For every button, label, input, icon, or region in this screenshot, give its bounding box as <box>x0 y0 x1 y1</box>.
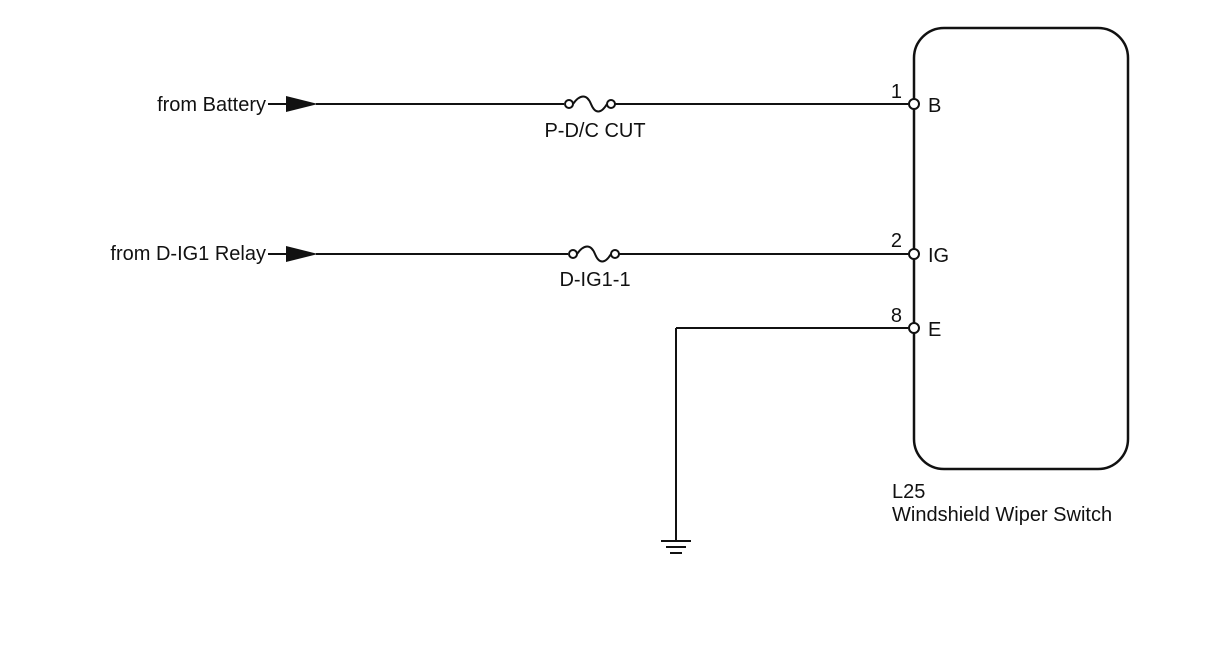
dig1-wire <box>268 245 920 263</box>
pin-2-name: IG <box>928 245 950 267</box>
fuse-pdc-cut-label: P-D/C CUT <box>544 120 646 142</box>
pin-2-terminal <box>908 248 920 260</box>
pin-1-name: B <box>928 95 942 117</box>
pin-1-terminal <box>908 98 920 110</box>
pin-8-name: E <box>928 319 942 341</box>
ground-icon <box>661 540 691 554</box>
battery-arrow-icon <box>286 96 318 112</box>
source-dig1-relay-label: from D-IG1 Relay <box>110 243 266 265</box>
fuse-pdc-cut-icon <box>564 95 616 113</box>
source-battery-label: from Battery <box>157 94 266 116</box>
fuse-dig1-1-icon <box>568 245 620 263</box>
dig1-arrow-icon <box>286 246 318 262</box>
fuse-dig1-1-label: D-IG1-1 <box>559 269 631 291</box>
component-name: Windshield Wiper Switch <box>892 504 1113 526</box>
pin-1-number: 1 <box>890 81 902 103</box>
pin-2-number: 2 <box>890 230 902 252</box>
battery-wire <box>268 95 920 113</box>
pin-8-terminal <box>908 322 920 334</box>
component-code: L25 <box>892 481 926 503</box>
ground-wire <box>661 322 920 554</box>
pin-8-number: 8 <box>890 305 902 327</box>
